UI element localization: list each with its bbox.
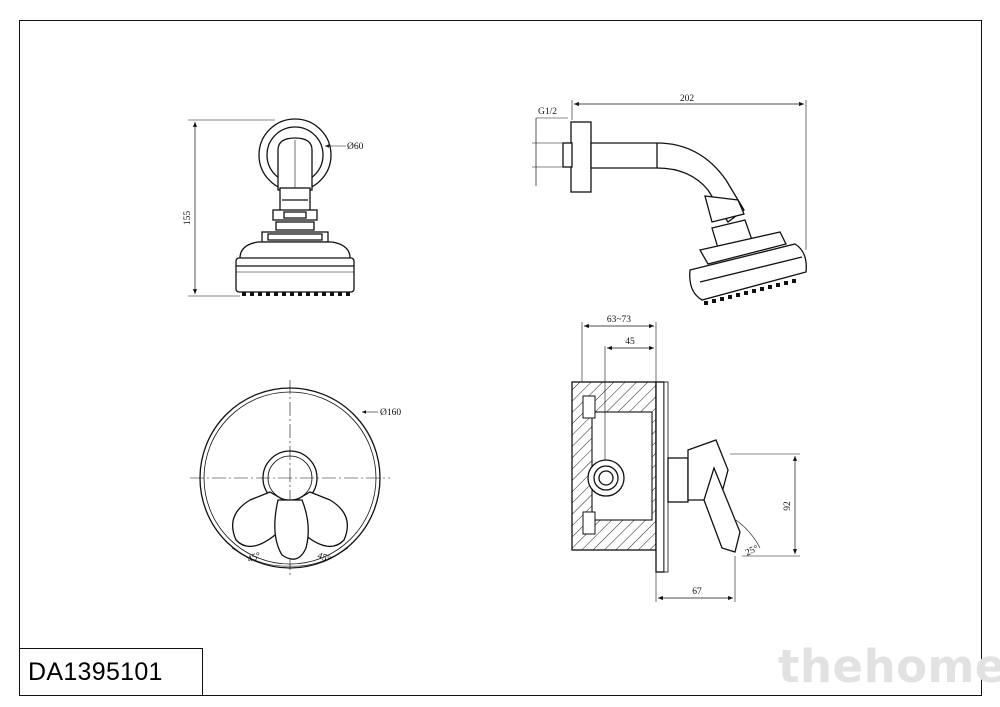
total-height-label: 155 — [183, 211, 193, 226]
install-depth-range-label: 63~73 — [607, 315, 631, 325]
handle-angle-left-label: 45° — [246, 550, 262, 565]
arm-length-label: 202 — [680, 94, 695, 104]
lever-projection-label: 67 — [692, 587, 702, 597]
head-body — [235, 257, 355, 293]
shower-arm-side-view — [532, 100, 807, 305]
ball-joint-side — [704, 195, 745, 223]
shower-head-front-view — [188, 118, 355, 297]
mixer-front-view — [190, 380, 390, 578]
lever-height-label: 92 — [783, 501, 793, 511]
escutcheon-plate — [655, 381, 665, 573]
handle-stem — [667, 457, 689, 503]
thread-stub — [562, 142, 573, 168]
lever-angle-label: 25° — [744, 543, 761, 559]
head-side — [689, 243, 807, 301]
wall-flange-side — [570, 121, 592, 193]
thread-label: G1/2 — [538, 107, 557, 117]
arm-side — [590, 142, 745, 223]
handle-angle-right-label: 45° — [316, 550, 332, 565]
lever-center-position — [274, 499, 309, 560]
nozzle-row — [242, 292, 350, 296]
brand-watermark: thehome — [778, 640, 1000, 693]
mixer-section-view — [571, 322, 800, 602]
escutcheon-diameter-label: Ø160 — [380, 408, 401, 418]
drawing-frame — [19, 20, 982, 696]
lever-section — [703, 466, 741, 553]
flange-diameter-label: Ø60 — [347, 142, 364, 152]
install-depth-min-label: 45 — [625, 337, 635, 347]
nozzle-row-side — [704, 279, 796, 305]
model-code: DA1395101 — [28, 657, 163, 686]
title-block: DA1395101 — [19, 648, 203, 696]
